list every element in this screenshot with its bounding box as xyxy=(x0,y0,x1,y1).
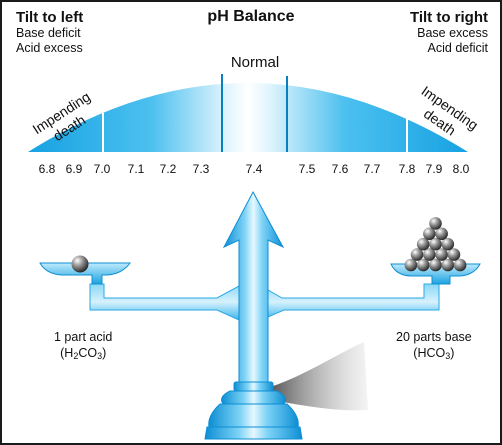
left-pan-formula: (H2CO3) xyxy=(60,346,107,361)
right-pan-line1: 20 parts base xyxy=(396,330,472,344)
pedestal-plinth xyxy=(204,426,303,440)
base-ball xyxy=(453,258,467,272)
base-ball xyxy=(447,248,461,261)
base-ball xyxy=(429,258,442,272)
right-header-line2: Acid deficit xyxy=(427,41,488,55)
base-ball xyxy=(423,248,436,261)
scale-tick: 6.9 xyxy=(65,162,83,176)
scale-tick: 7.3 xyxy=(192,162,210,176)
scale-tick: 7.6 xyxy=(331,162,349,176)
scale-tick: 7.0 xyxy=(93,162,111,176)
pointer-arrow xyxy=(222,190,285,383)
base-ball-pile xyxy=(404,217,467,272)
scale-tick: 8.0 xyxy=(452,162,470,176)
scale-tick: 7.7 xyxy=(363,162,381,176)
right-header-line1: Base excess xyxy=(417,26,488,40)
base-ball xyxy=(429,217,442,230)
right-pan-formula: (HCO3) xyxy=(413,346,455,361)
base-ball xyxy=(404,258,418,272)
base-ball xyxy=(416,258,430,272)
normal-label: Normal xyxy=(230,54,280,71)
base-ball xyxy=(441,258,455,272)
base-ball xyxy=(416,237,430,251)
base-ball xyxy=(429,237,442,251)
scale-tick: 7.1 xyxy=(127,162,145,176)
pedestal-base xyxy=(221,390,286,405)
base-ball xyxy=(410,248,424,261)
page-title: pH Balance xyxy=(207,8,295,25)
scale-tick: 7.9 xyxy=(425,162,443,176)
left-pan xyxy=(39,262,131,285)
left-header-title: Tilt to left xyxy=(16,9,84,26)
left-pan-line1: 1 part acid xyxy=(54,330,113,344)
base-ball xyxy=(423,227,436,241)
scale-shadow xyxy=(270,342,368,411)
scale-tick: 7.5 xyxy=(298,162,316,176)
base-ball xyxy=(435,227,448,241)
scale-tick: 7.8 xyxy=(398,162,416,176)
scale-tick: 7.4 xyxy=(245,162,263,176)
pedestal-collar xyxy=(233,381,274,392)
left-header-line2: Acid excess xyxy=(16,41,83,55)
acid-ball xyxy=(71,255,89,273)
scale-tick: 6.8 xyxy=(38,162,56,176)
left-pan-label: 1 part acid (H2CO3) xyxy=(54,329,112,364)
scale-tick: 7.2 xyxy=(159,162,177,176)
right-header-title: Tilt to right xyxy=(409,9,488,26)
base-ball xyxy=(435,248,448,261)
left-header-line1: Base deficit xyxy=(16,26,81,40)
ph-scale-arc xyxy=(28,83,468,152)
base-ball xyxy=(441,237,455,251)
pedestal-foot xyxy=(208,403,299,428)
right-pan-label: 20 parts base (HCO3) xyxy=(396,329,472,364)
